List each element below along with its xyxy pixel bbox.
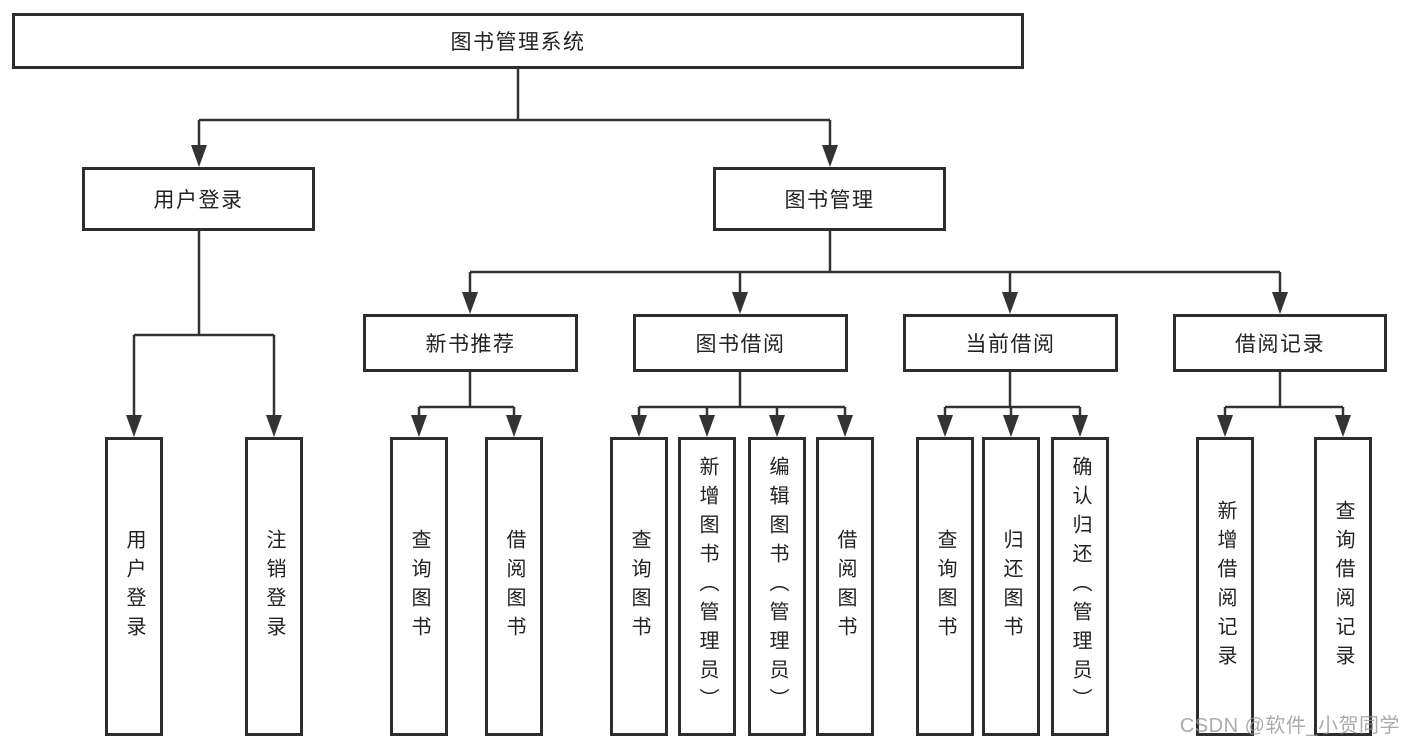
leaf-edit-book-admin: 编辑图书（管理员） — [748, 437, 806, 736]
leaf-query-borrow-record: 查询借阅记录 — [1314, 437, 1372, 736]
leaf-confirm-return-admin: 确认归还（管理员） — [1051, 437, 1109, 736]
leaf-borrow-books: 借阅图书 — [816, 437, 874, 736]
node-book-management: 图书管理 — [713, 167, 946, 231]
node-new-book-recommendation: 新书推荐 — [363, 314, 578, 372]
csdn-watermark: CSDN @软件_小贺同学 — [1179, 715, 1400, 737]
node-book-borrowing: 图书借阅 — [633, 314, 848, 372]
leaf-recommend-query-books: 查询图书 — [390, 437, 448, 736]
connector-recommend-group — [411, 372, 522, 437]
leaf-borrow-query-books: 查询图书 — [610, 437, 668, 736]
node-user-login: 用户登录 — [82, 167, 315, 231]
leaf-add-borrow-record: 新增借阅记录 — [1196, 437, 1254, 736]
connector-root-to-level2 — [191, 69, 838, 167]
leaf-add-book-admin: 新增图书（管理员） — [678, 437, 736, 736]
leaf-logout: 注销登录 — [245, 437, 303, 736]
connector-borrow-group — [631, 372, 853, 437]
connector-user-login-to-leaves — [126, 231, 282, 437]
connector-records-group — [1217, 372, 1351, 437]
leaf-return-book: 归还图书 — [982, 437, 1040, 736]
node-borrowing-records: 借阅记录 — [1173, 314, 1387, 372]
leaf-current-query-books: 查询图书 — [916, 437, 974, 736]
node-library-management-system: 图书管理系统 — [12, 13, 1024, 69]
leaf-recommend-borrow-books: 借阅图书 — [485, 437, 543, 736]
leaf-user-login: 用户登录 — [105, 437, 163, 736]
node-current-borrowing: 当前借阅 — [903, 314, 1118, 372]
connector-current-group — [937, 372, 1088, 437]
connector-book-management-to-level3 — [462, 231, 1288, 314]
